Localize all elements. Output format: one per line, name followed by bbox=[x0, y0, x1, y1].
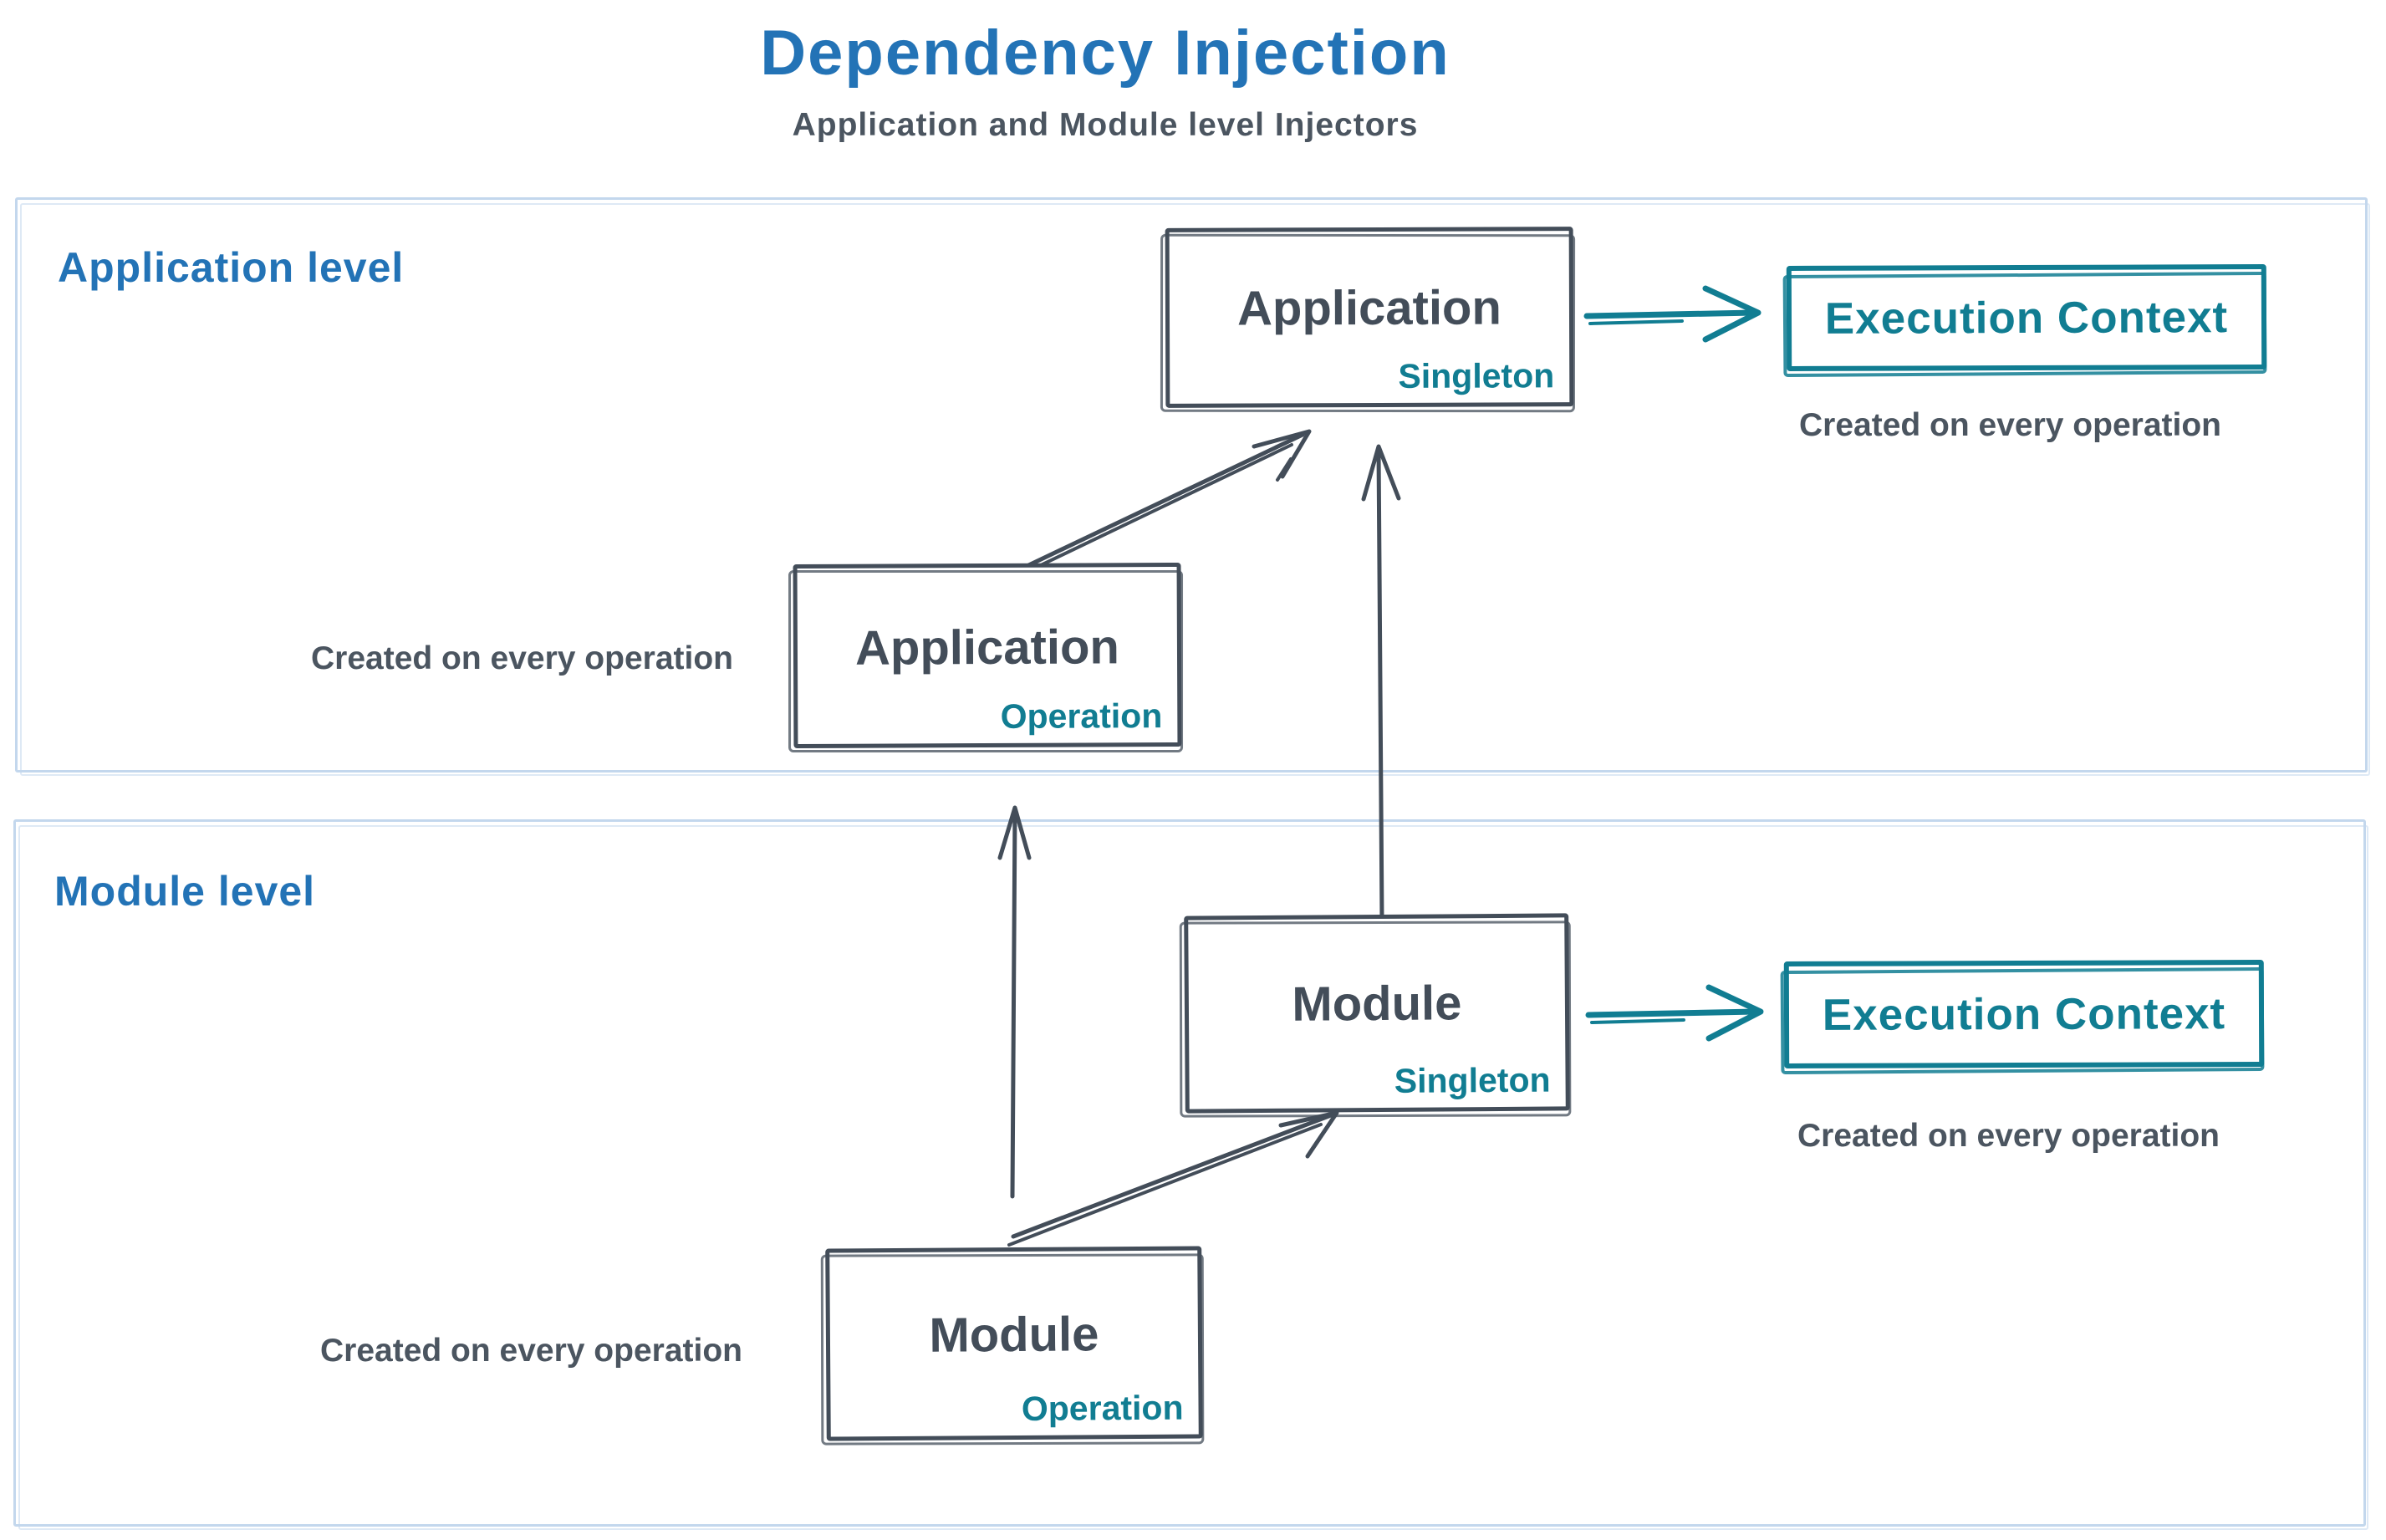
execution-context-application-label: Execution Context bbox=[1824, 292, 2229, 344]
application-singleton-box: Application Singleton bbox=[1165, 227, 1574, 408]
application-operation-box: Application Operation bbox=[793, 562, 1182, 749]
application-singleton-title: Application bbox=[1236, 280, 1501, 336]
execution-context-application: Execution Context bbox=[1786, 263, 2267, 372]
execution-context-module-label: Execution Context bbox=[1822, 988, 2226, 1040]
application-operation-tag: Operation bbox=[1000, 696, 1163, 736]
module-operation-tag: Operation bbox=[1021, 1388, 1184, 1428]
application-singleton-tag: Singleton bbox=[1398, 356, 1555, 395]
module-singleton-box: Module Singleton bbox=[1184, 913, 1570, 1114]
page-title: Dependency Injection bbox=[760, 18, 1450, 89]
application-operation-caption: Created on every operation bbox=[311, 640, 733, 676]
module-operation-title: Module bbox=[929, 1307, 1099, 1363]
module-singleton-tag: Singleton bbox=[1394, 1060, 1551, 1100]
execution-context-module: Execution Context bbox=[1783, 959, 2265, 1069]
application-execution-context-caption: Created on every operation bbox=[1799, 407, 2221, 443]
application-level-label: Application level bbox=[58, 244, 405, 291]
module-singleton-title: Module bbox=[1292, 976, 1462, 1032]
module-level-label: Module level bbox=[54, 868, 316, 915]
module-operation-box: Module Operation bbox=[825, 1246, 1203, 1441]
application-operation-title: Application bbox=[854, 620, 1119, 676]
page-subtitle: Application and Module level Injectors bbox=[792, 107, 1419, 143]
module-execution-context-caption: Created on every operation bbox=[1797, 1118, 2220, 1154]
module-operation-caption: Created on every operation bbox=[320, 1333, 742, 1369]
